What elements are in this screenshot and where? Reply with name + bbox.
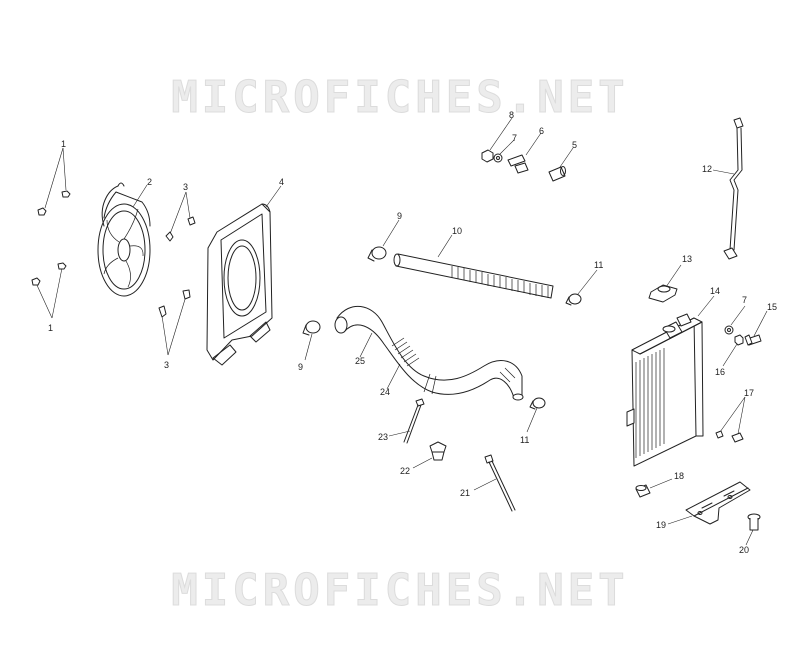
- part-10-straight-hose: [393, 234, 554, 299]
- callout-5: 5: [572, 140, 577, 150]
- part-17-mounting-bolts: [715, 396, 746, 443]
- callout-9b: 9: [298, 362, 303, 372]
- part-11-hose-clamps: [526, 269, 598, 433]
- part-22-bleeder: [412, 441, 447, 469]
- callout-3a: 3: [183, 182, 188, 192]
- callout-12: 12: [702, 164, 712, 174]
- part-12-sensor-harness: [712, 117, 744, 260]
- callout-6: 6: [539, 126, 544, 136]
- callout-1a: 1: [61, 139, 66, 149]
- part-6-stud: [507, 132, 542, 174]
- callout-1b: 1: [48, 323, 53, 333]
- callout-11a: 11: [594, 260, 603, 270]
- part-7-washer-lower: [724, 305, 746, 335]
- part-18-grommet: [635, 478, 673, 498]
- part-15-bolt: [744, 310, 768, 346]
- callout-19: 19: [656, 520, 666, 530]
- part-5-spacer: [548, 147, 574, 182]
- callout-7a: 7: [512, 133, 517, 143]
- watermark-bottom: MICROFICHES.NET: [171, 565, 629, 617]
- part-2-fan-assembly: [97, 182, 151, 297]
- callout-11b: 11: [520, 435, 529, 445]
- callout-24: 24: [380, 387, 390, 397]
- watermark-top: MICROFICHES.NET: [171, 72, 629, 124]
- callout-labels: 1 1 2 3 3 4 5 6 7 7 8 9 9 10 11 11 12 13…: [48, 110, 777, 555]
- part-14-radiator: [626, 295, 715, 467]
- callout-22: 22: [400, 466, 410, 476]
- callout-17: 17: [744, 388, 754, 398]
- part-13-radiator-cap: [648, 264, 682, 303]
- callout-9a: 9: [397, 211, 402, 221]
- callout-16: 16: [715, 367, 725, 377]
- callout-25: 25: [355, 356, 365, 366]
- part-4-shroud: [206, 185, 282, 366]
- part-16-nut: [722, 334, 744, 367]
- callout-3b: 3: [164, 360, 169, 370]
- part-20-pin: [745, 513, 761, 546]
- part-7-washer-upper: [493, 139, 515, 163]
- callout-21: 21: [460, 488, 470, 498]
- part-21-bleed-bolt: [473, 454, 516, 512]
- part-8-nut: [481, 117, 513, 163]
- part-3-clips: [158, 191, 196, 356]
- part-9-hose-clamps: [302, 219, 400, 361]
- callout-18: 18: [674, 471, 684, 481]
- callout-23: 23: [378, 432, 388, 442]
- part-1-screws: [31, 147, 71, 319]
- callout-7b: 7: [742, 295, 747, 305]
- callout-10: 10: [452, 226, 462, 236]
- callout-15: 15: [767, 302, 777, 312]
- callout-4: 4: [279, 177, 284, 187]
- part-24-hose-section: [386, 363, 401, 390]
- callout-8: 8: [509, 110, 514, 120]
- part-25-formed-hose: [334, 305, 524, 401]
- part-19-bracket: [667, 481, 751, 525]
- callout-13: 13: [682, 254, 692, 264]
- part-23-cable-tie: [388, 398, 425, 444]
- callout-2: 2: [147, 177, 152, 187]
- callout-20: 20: [739, 545, 749, 555]
- callout-14: 14: [710, 286, 720, 296]
